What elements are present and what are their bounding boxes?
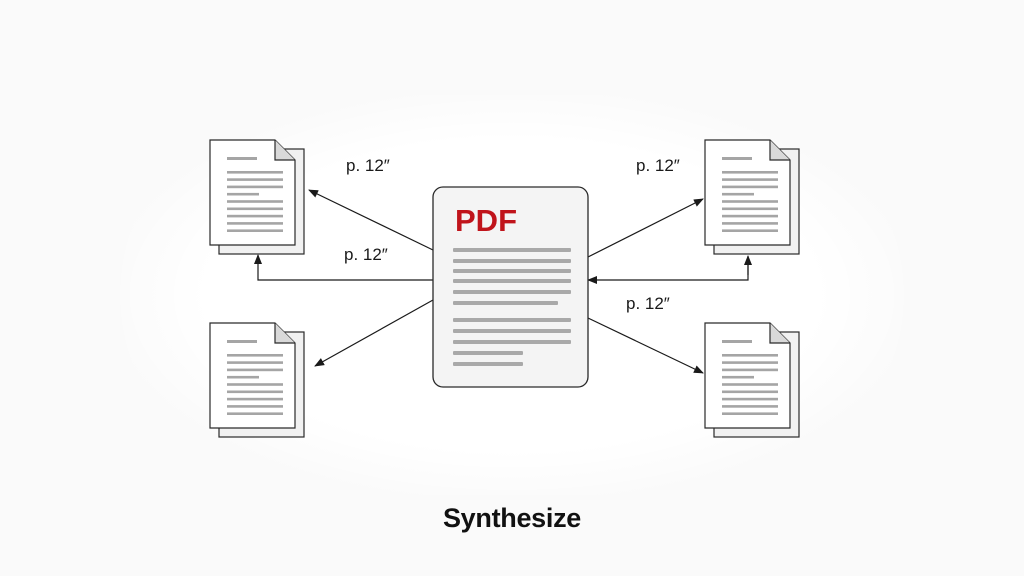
- document-stacks: [209, 139, 800, 438]
- document-text-lines: [722, 340, 778, 415]
- document-stack-top-left: [209, 139, 305, 255]
- arrow-from-middle-right: [587, 262, 749, 284]
- arrow-to-bottom-left: [314, 299, 434, 367]
- arrow-to-top-left: [308, 189, 434, 251]
- document-stack-bottom-left: [209, 322, 305, 438]
- arrow-to-bottom-right: [587, 317, 704, 374]
- connector-arrows: [254, 189, 752, 374]
- document-stack-top-right: [704, 139, 800, 255]
- pdf-text-lines: [453, 248, 571, 366]
- document-text-lines: [227, 340, 283, 415]
- arrow-to-top-right: [587, 198, 704, 258]
- document-text-lines: [227, 157, 283, 232]
- arrow-to-middle-left: [254, 254, 433, 281]
- pdf-document-icon: PDF: [432, 186, 589, 388]
- reference-label-middle-right: p. 12″: [626, 294, 670, 313]
- diagram-caption: Synthesize: [442, 503, 582, 533]
- reference-label-middle-left: p. 12″: [344, 245, 388, 264]
- document-text-lines: [722, 157, 778, 232]
- document-stack-bottom-right: [704, 322, 800, 438]
- reference-label-top-right: p. 12″: [636, 156, 680, 175]
- pdf-badge: PDF: [455, 203, 517, 238]
- reference-label-top-left: p. 12″: [346, 156, 390, 175]
